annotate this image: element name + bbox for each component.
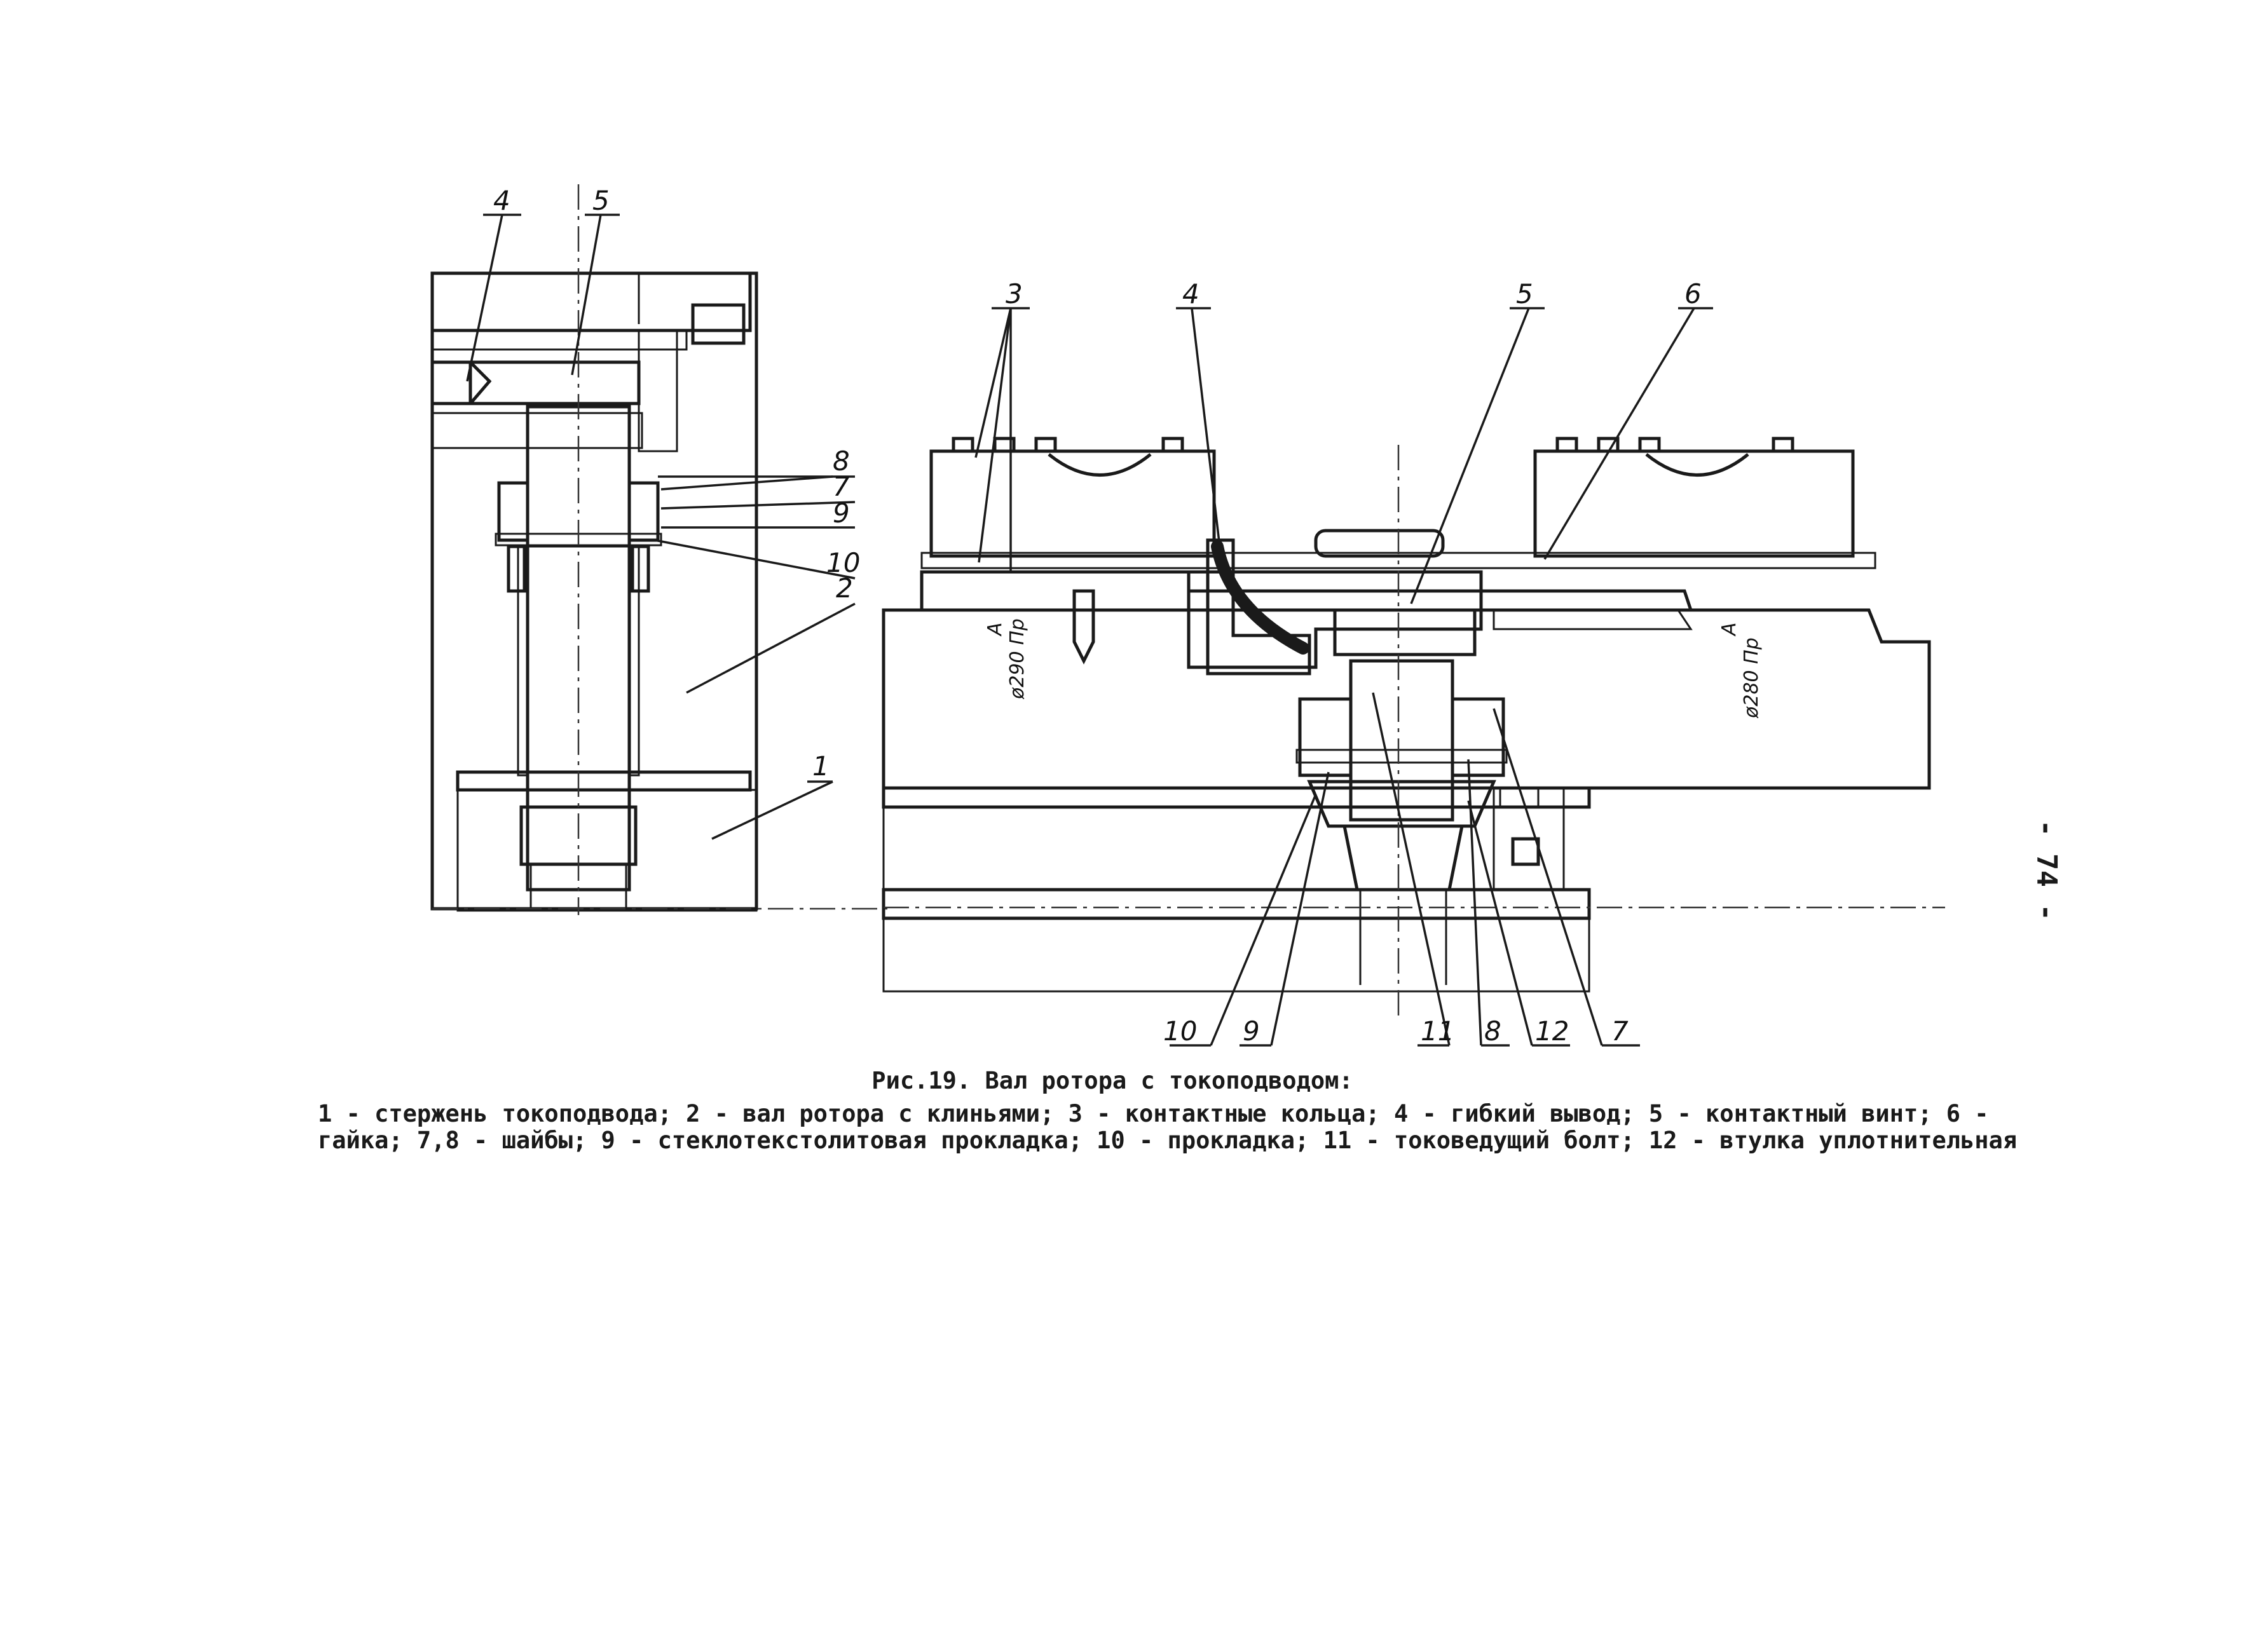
- callout-right-10: 10: [1163, 1015, 1197, 1047]
- callout-right-11: 11: [1421, 1015, 1454, 1047]
- dim-280: ø280 Пр: [1740, 637, 1763, 719]
- contact-ring-right: [1533, 449, 1855, 558]
- washer-stack-right: [1451, 697, 1505, 777]
- callout-left-7: 7: [833, 471, 850, 502]
- callout-left-8: 8: [833, 445, 850, 477]
- callout-left-5: 5: [592, 185, 610, 216]
- right-section-view: [882, 437, 1945, 1017]
- dim-290: ø290 Пр: [1006, 618, 1028, 700]
- washer-stack-left: [1298, 697, 1353, 777]
- bolt-head: [691, 303, 746, 345]
- callout-left-10: 10: [826, 547, 860, 578]
- figure-caption: Рис.19. Вал ротора с токоподводом: 1 - с…: [318, 1068, 2072, 1154]
- caption-legend: 1 - стержень токоподвода; 2 - вал ротора…: [318, 1100, 2018, 1154]
- callout-right-3: 3: [1006, 278, 1023, 309]
- page-number: - 74 -: [2030, 820, 2063, 921]
- contact-screw-right: [1333, 608, 1477, 656]
- callout-left-4: 4: [493, 185, 510, 216]
- rotor-shaft-body-left: [430, 271, 758, 911]
- caption-title: Рис.19. Вал ротора с токоподводом:: [871, 1067, 1353, 1094]
- dim-a-left: A: [984, 622, 1006, 637]
- callout-left-2: 2: [836, 573, 853, 604]
- callout-right-5: 5: [1516, 278, 1533, 309]
- rotor-shaft-body-right: [882, 608, 1931, 790]
- locking-pin: [1072, 589, 1095, 665]
- callout-left-1: 1: [812, 750, 830, 782]
- callout-right-9: 9: [1243, 1015, 1260, 1047]
- bottom-insulation-right: [882, 888, 1591, 920]
- contact-ring-left: [929, 449, 1216, 558]
- washer-left: [497, 481, 529, 542]
- callout-right-6: 6: [1684, 278, 1702, 309]
- bottom-flange: [456, 770, 752, 792]
- dim-a-right: A: [1718, 622, 1740, 637]
- right-view-callouts: 3 4 5 6 10 9 11 8 12 7: [974, 278, 1713, 1047]
- contact-screw-head: [1314, 529, 1445, 558]
- left-view-callouts: 4 5 8 7 9 10 2 1: [466, 185, 860, 840]
- current-carrying-bolt: [1349, 659, 1454, 822]
- dimension-labels: A ø290 Пр A ø280 Пр: [984, 618, 1763, 719]
- callout-right-7: 7: [1611, 1015, 1629, 1047]
- flexible-lead: [1187, 570, 1483, 669]
- left-section-view: [430, 184, 890, 915]
- contact-screw-left: [468, 360, 641, 405]
- callout-right-4: 4: [1182, 278, 1199, 309]
- washer-right: [627, 481, 660, 542]
- insulation-layer: [431, 329, 688, 351]
- callout-left-9: 9: [833, 498, 850, 529]
- callout-right-12: 12: [1535, 1015, 1569, 1047]
- callout-right-8: 8: [1484, 1015, 1501, 1047]
